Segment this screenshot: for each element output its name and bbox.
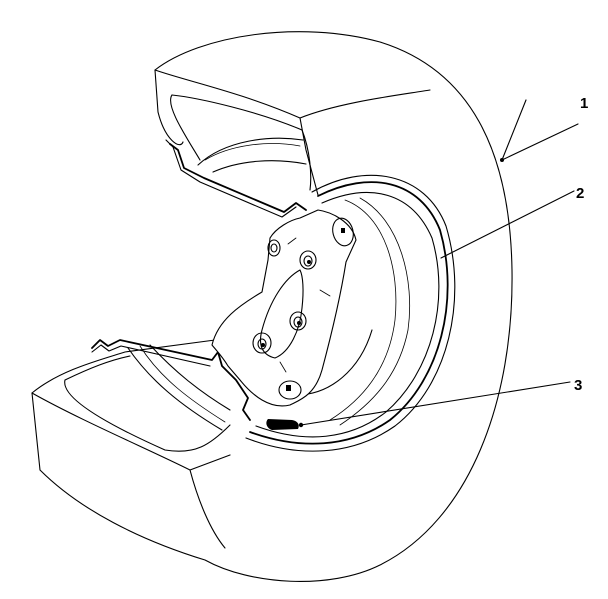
callout-2: 2 xyxy=(440,185,584,259)
wheel-rim xyxy=(245,174,456,452)
callout-label-2: 2 xyxy=(576,185,584,202)
callout-label-3: 3 xyxy=(574,377,582,394)
lug-nut xyxy=(252,332,272,354)
callout-1: 1 xyxy=(500,95,588,162)
valve-stem xyxy=(266,419,299,430)
lug-nut xyxy=(299,250,317,270)
wheel-hub xyxy=(211,209,357,407)
lug-nut xyxy=(267,239,281,257)
tire xyxy=(31,31,513,582)
lug-nut xyxy=(289,311,307,331)
callout-label-1: 1 xyxy=(580,95,588,112)
callout-3: 3 xyxy=(298,377,582,428)
